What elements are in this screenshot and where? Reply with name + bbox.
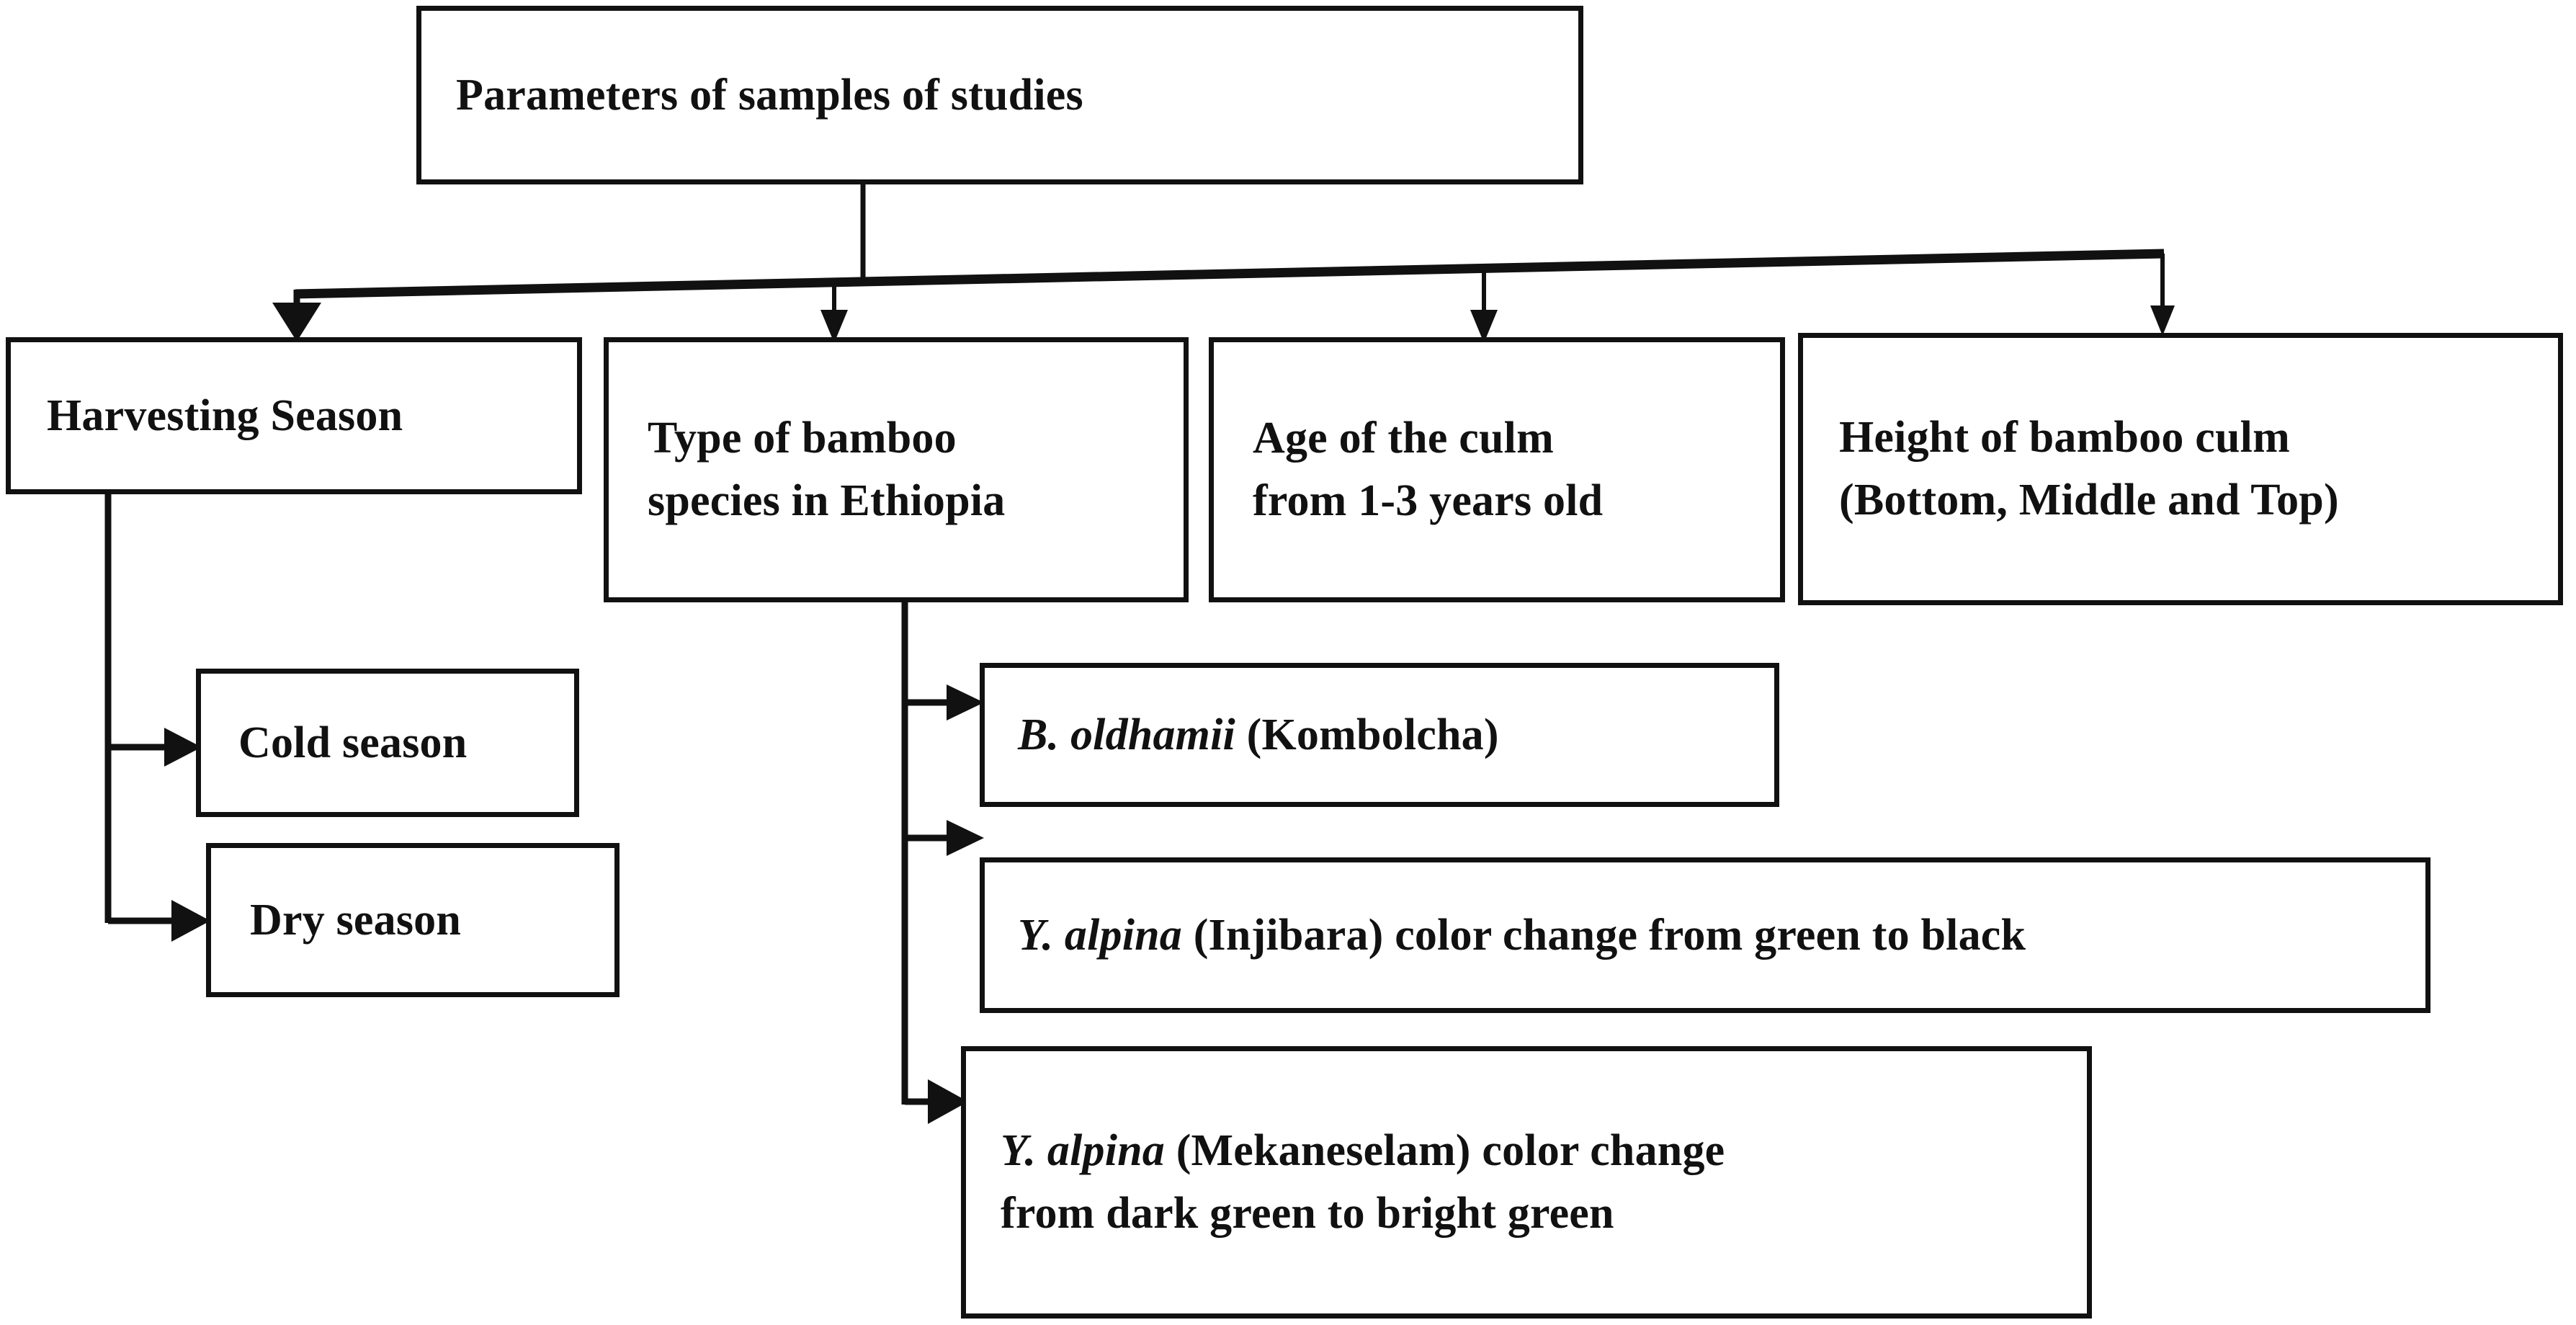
node-cold-season[interactable]: Cold season — [196, 669, 579, 817]
node-label-oldhamii-rest: (Kombolcha) — [1235, 710, 1499, 759]
node-label-dry: Dry season — [250, 895, 462, 945]
node-label-oldhamii: B. oldhamii (Kombolcha) — [985, 710, 1499, 761]
node-label-height-line1: Height of bamboo culm — [1839, 413, 2290, 463]
node-parameters-of-samples-of-studies[interactable]: Parameters of samples of studies — [416, 6, 1583, 184]
edge-root-to-age — [1470, 265, 1498, 343]
node-label-injibara: Y. alpina (Injibara) color change from g… — [985, 910, 2026, 961]
node-harvesting-season[interactable]: Harvesting Season — [6, 337, 582, 494]
node-label-species-line2: species in Ethiopia — [648, 476, 1006, 525]
node-label-species-line1: Type of bamboo — [648, 414, 957, 463]
edge-root-to-harvesting — [272, 290, 321, 342]
node-label-mekaneselam-rest: (Mekaneselam) color change — [1165, 1126, 1725, 1176]
node-height-of-bamboo-culm[interactable]: Height of bamboo culm (Bottom, Middle an… — [1798, 333, 2563, 605]
node-label-injibara-rest: (Injibara) color change from green to bl… — [1182, 910, 2026, 960]
node-label-root: Parameters of samples of studies — [456, 70, 1083, 120]
node-age-of-the-culm[interactable]: Age of the culm from 1-3 years old — [1209, 337, 1785, 602]
edge-root-to-species — [820, 278, 848, 343]
node-label-age: Age of the culm from 1-3 years old — [1214, 407, 1603, 532]
species-name-oldhamii: B. oldhamii — [1018, 710, 1235, 759]
edge-species-to-children — [901, 602, 984, 1124]
node-label-cold: Cold season — [238, 718, 468, 767]
species-name-injibara: Y. alpina — [1018, 910, 1183, 960]
node-label-age-line2: from 1-3 years old — [1253, 476, 1604, 525]
node-label-height: Height of bamboo culm (Bottom, Middle an… — [1803, 406, 2339, 532]
node-label-mekaneselam: Y. alpina (Mekaneselam) color change fro… — [966, 1120, 1725, 1245]
node-label-harvesting: Harvesting Season — [47, 391, 403, 440]
species-name-mekaneselam: Y. alpina — [1001, 1126, 1166, 1176]
node-y-alpina-injibara[interactable]: Y. alpina (Injibara) color change from g… — [980, 857, 2430, 1013]
edge-harvesting-to-seasons — [104, 494, 210, 942]
node-y-alpina-mekaneselam[interactable]: Y. alpina (Mekaneselam) color change fro… — [961, 1046, 2092, 1319]
node-label-mekaneselam-line2: from dark green to bright green — [1001, 1189, 1614, 1238]
node-type-of-bamboo-species[interactable]: Type of bamboo species in Ethiopia — [604, 337, 1189, 602]
node-label-mekaneselam-line1: Y. alpina (Mekaneselam) color change — [1001, 1120, 1725, 1182]
node-b-oldhamii-kombolcha[interactable]: B. oldhamii (Kombolcha) — [980, 663, 1779, 807]
distribution-bar — [295, 249, 2165, 299]
node-label-height-line2: (Bottom, Middle and Top) — [1839, 476, 2339, 525]
edge-root-to-height — [2150, 254, 2175, 336]
node-label-species: Type of bamboo species in Ethiopia — [609, 407, 1005, 532]
node-label-age-line1: Age of the culm — [1253, 414, 1554, 463]
node-dry-season[interactable]: Dry season — [206, 843, 620, 997]
